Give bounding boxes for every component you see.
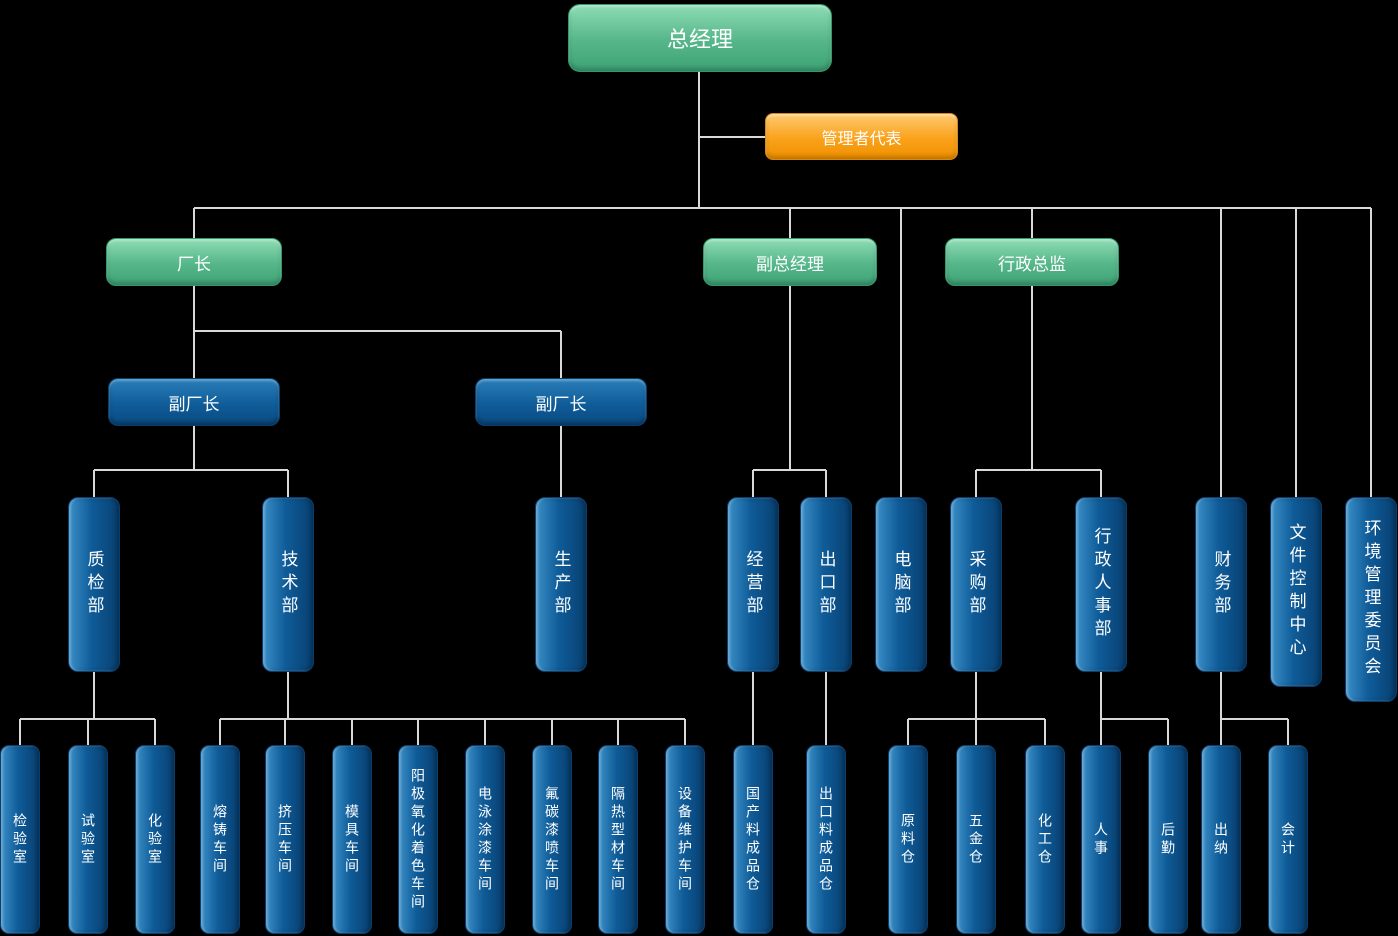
- node-unit-hardware-warehouse: 五金仓: [956, 745, 996, 934]
- node-deputy-factory-director-1: 副厂长: [108, 378, 280, 426]
- node-dept-quality-inspection: 质检部: [68, 497, 120, 672]
- node-unit-fluorocarbon-spray-workshop: 氟碳漆喷车间: [532, 745, 572, 934]
- node-deputy-factory-director-2: 副厂长: [475, 378, 647, 426]
- node-unit-domestic-goods-warehouse: 国产料成品仓: [733, 745, 773, 934]
- node-dept-purchasing: 采购部: [950, 497, 1002, 672]
- node-factory-director: 厂长: [106, 238, 282, 286]
- node-unit-electrophoresis-paint-workshop: 电泳涂漆车间: [465, 745, 505, 934]
- node-unit-mold-workshop: 模具车间: [332, 745, 372, 934]
- node-unit-inspection-room: 检验室: [0, 745, 40, 934]
- node-dept-business: 经营部: [727, 497, 779, 672]
- node-unit-cashier: 出纳: [1201, 745, 1241, 934]
- node-general-manager: 总经理: [568, 4, 832, 72]
- node-unit-chemical-warehouse: 化工仓: [1025, 745, 1065, 934]
- node-dept-export: 出口部: [800, 497, 852, 672]
- node-unit-test-room: 试验室: [68, 745, 108, 934]
- node-unit-export-goods-warehouse: 出口料成品仓: [806, 745, 846, 934]
- node-dept-environment-committee: 环境管理委员会: [1345, 497, 1397, 702]
- node-unit-extrusion-workshop: 挤压车间: [265, 745, 305, 934]
- node-dept-production: 生产部: [535, 497, 587, 672]
- node-unit-thermal-profile-workshop: 隔热型材车间: [598, 745, 638, 934]
- node-dept-finance: 财务部: [1195, 497, 1247, 672]
- node-deputy-general-manager: 副总经理: [703, 238, 877, 286]
- node-unit-raw-material-warehouse: 原料仓: [888, 745, 928, 934]
- node-dept-technology: 技术部: [262, 497, 314, 672]
- node-unit-hr: 人事: [1081, 745, 1121, 934]
- node-dept-computer: 电脑部: [875, 497, 927, 672]
- node-unit-equipment-maintenance-workshop: 设备维护车间: [665, 745, 705, 934]
- node-dept-admin-hr: 行政人事部: [1075, 497, 1127, 672]
- node-dept-document-control: 文件控制中心: [1270, 497, 1322, 687]
- node-management-representative: 管理者代表: [765, 113, 958, 160]
- node-unit-anodizing-coloring-workshop: 阳极氧化着色车间: [398, 745, 438, 934]
- node-unit-logistics: 后勤: [1148, 745, 1188, 934]
- node-unit-lab-room: 化验室: [135, 745, 175, 934]
- node-unit-accounting: 会计: [1268, 745, 1308, 934]
- node-unit-casting-workshop: 熔铸车间: [200, 745, 240, 934]
- node-admin-director: 行政总监: [945, 238, 1119, 286]
